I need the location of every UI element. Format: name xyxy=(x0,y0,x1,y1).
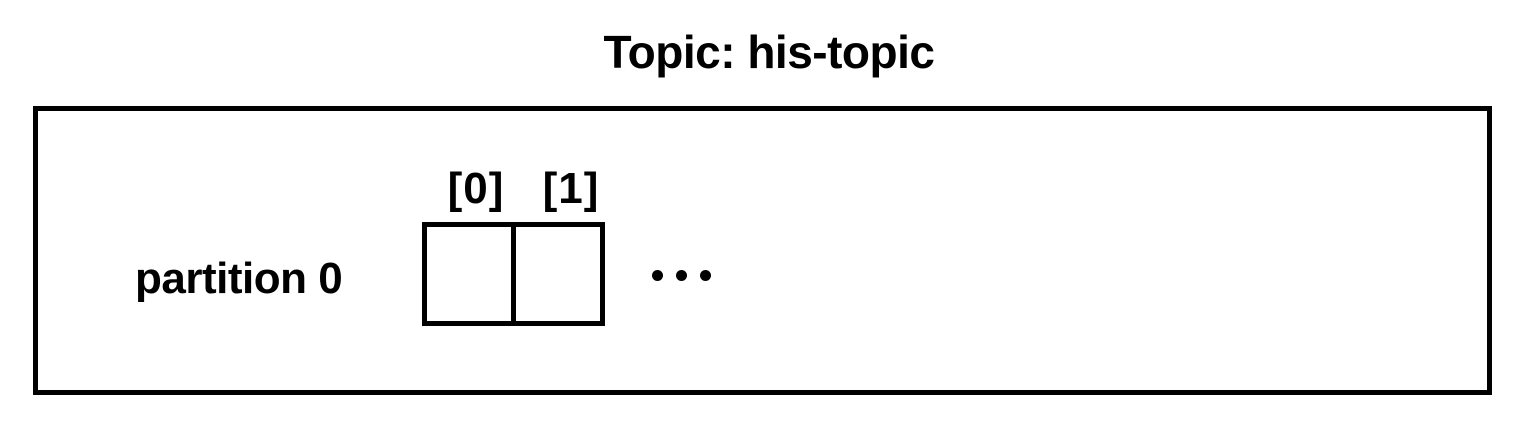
dot xyxy=(676,270,687,281)
partition-log xyxy=(422,222,605,326)
log-cell-0 xyxy=(422,222,516,326)
offset-label-1: [1] xyxy=(542,164,600,213)
ellipsis-icon xyxy=(652,270,711,281)
dot xyxy=(700,270,711,281)
log-cell-1 xyxy=(511,222,605,326)
topic-title: Topic: his-topic xyxy=(603,26,935,78)
topic-container xyxy=(33,106,1492,395)
partition-label: partition 0 xyxy=(135,254,343,303)
dot xyxy=(652,270,663,281)
offset-label-0: [0] xyxy=(447,164,505,213)
